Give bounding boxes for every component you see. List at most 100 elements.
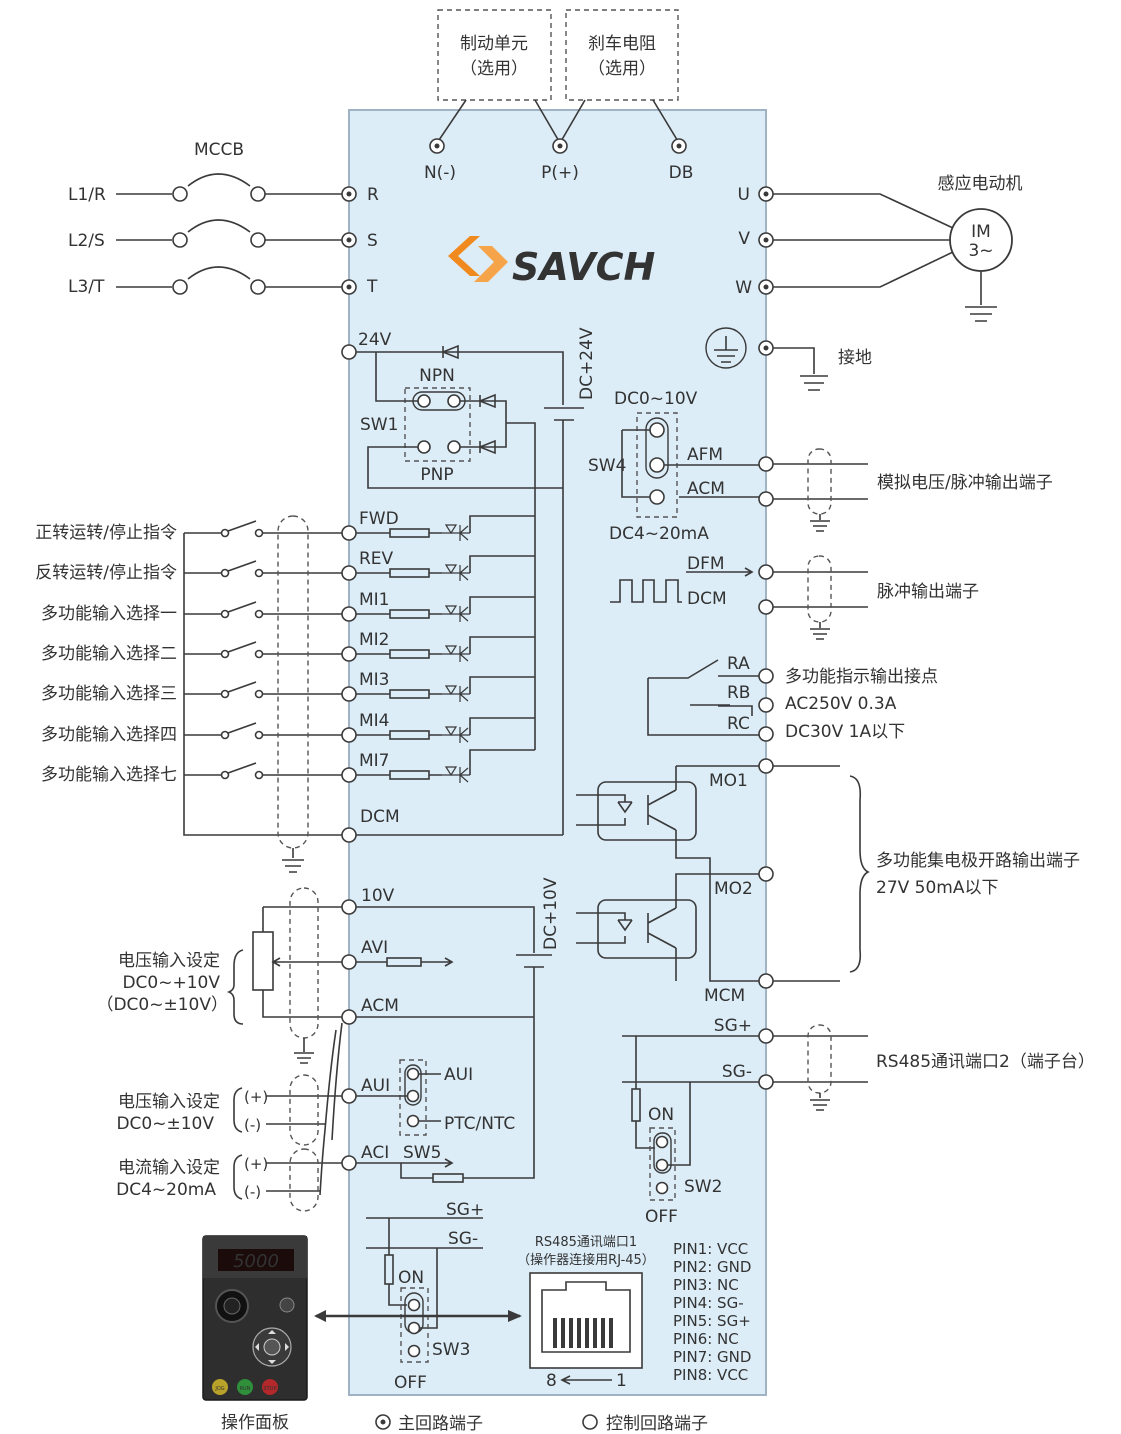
pin-1: PIN1: VCC [673, 1240, 748, 1258]
terminal-10v: 10V [361, 886, 395, 906]
pin-5: PIN5: SG+ [673, 1312, 751, 1330]
collector-desc1: 多功能集电极开路输出端子 [876, 851, 1080, 871]
terminal-mcm: MCM [704, 986, 745, 1006]
keypad[interactable]: 5000 JOG RUN STOP [202, 1235, 308, 1401]
l3-label: L3/T [68, 277, 105, 297]
input-desc-fwd: 正转运转/停止指令 [35, 523, 177, 543]
terminal-aci: ACI [361, 1143, 389, 1163]
sw3-switch[interactable] [400, 1287, 429, 1363]
potentiometer [252, 931, 274, 991]
run-button[interactable] [237, 1379, 253, 1395]
terminal-v: V [738, 229, 750, 249]
terminal-p: P(+) [541, 163, 579, 183]
sw1-switch[interactable] [404, 387, 471, 462]
brake-resistor-label: 刹车电阻 [588, 34, 656, 54]
terminal-rb: RB [727, 683, 750, 703]
input-desc-mi3: 多功能输入选择三 [41, 684, 177, 704]
v-set2-label: 电压输入设定 [118, 1092, 220, 1112]
input-desc-mi4: 多功能输入选择四 [41, 725, 177, 745]
savch-logo: SAVCH [448, 236, 655, 289]
terminal-rev: REV [359, 549, 394, 569]
i-range-label: DC4~20mA [116, 1180, 216, 1200]
aui-switch[interactable] [399, 1059, 427, 1136]
terminal-fwd: FWD [359, 509, 399, 529]
sw3-label: SW3 [432, 1340, 470, 1360]
input-desc-mi7: 多功能输入选择七 [41, 765, 177, 785]
terminal-mi4: MI4 [359, 711, 390, 731]
legend-main: 主回路端子 [398, 1414, 483, 1434]
terminal-mo1: MO1 [709, 771, 748, 791]
terminal-aui: AUI [361, 1076, 390, 1096]
brake-resistor-box [565, 9, 679, 101]
sw2-switch[interactable] [649, 1127, 676, 1201]
pin-7: PIN7: GND [673, 1348, 751, 1366]
pin-4: PIN4: SG- [673, 1294, 744, 1312]
optocoupler-2 [597, 899, 697, 959]
pin-8: PIN8: VCC [673, 1366, 748, 1384]
sw1-label: SW1 [360, 415, 398, 435]
brake-unit-label: 制动单元 [460, 34, 528, 54]
pin-3: PIN3: NC [673, 1276, 739, 1294]
rj45-title1: RS485通讯端口1 [535, 1235, 637, 1250]
v-set1-label: 电压输入设定 [118, 951, 220, 971]
pulse-out-desc: 脉冲输出端子 [877, 582, 979, 602]
relay-desc1: 多功能指示输出接点 [785, 667, 938, 687]
terminal-acm: ACM [687, 479, 725, 499]
npn-label: NPN [419, 366, 455, 386]
jog-button[interactable] [212, 1379, 228, 1395]
terminal-24v: 24V [358, 330, 392, 350]
relay-desc3: DC30V 1A以下 [785, 722, 905, 742]
input-desc-rev: 反转运转/停止指令 [35, 563, 177, 583]
dc10-label: DC+10V [541, 877, 561, 950]
terminal-dcm: DCM [360, 807, 400, 827]
terminal-n: N(-) [424, 163, 456, 183]
terminal-mi7: MI7 [359, 751, 390, 771]
collector-desc2: 27V 50mA以下 [876, 878, 999, 898]
terminal-rc: RC [727, 714, 750, 734]
stop-label: STOP [263, 1386, 276, 1392]
mccb-label: MCCB [194, 140, 244, 160]
pin-6: PIN6: NC [673, 1330, 739, 1348]
terminal-mi3: MI3 [359, 670, 390, 690]
sw3-on: ON [398, 1268, 424, 1288]
keypad-display: 5000 [233, 1251, 279, 1272]
run-label: RUN [240, 1386, 251, 1392]
terminal-dfm: DFM [687, 554, 725, 574]
optocoupler-1 [597, 781, 697, 841]
input-desc-mi2: 多功能输入选择二 [41, 644, 177, 664]
rs485-port2-desc: RS485通讯端口2（端子台） [876, 1052, 1095, 1072]
brake-unit-box [437, 9, 552, 101]
rj45-pin-right: 1 [616, 1371, 627, 1391]
stop-button[interactable] [262, 1379, 278, 1395]
rj45-pin-left: 8 [546, 1371, 557, 1391]
brake-resistor-optional: （选用） [588, 59, 656, 79]
terminal-avi: AVI [361, 938, 388, 958]
v-range1-label: DC0~+10V [122, 973, 220, 993]
brake-unit-optional: （选用） [460, 59, 528, 79]
aui-minus: (-) [244, 1116, 261, 1134]
afm-range-i: DC4~20mA [609, 524, 709, 544]
afm-range-v: DC0~10V [614, 389, 698, 409]
v-range2-label: DC0~±10V [116, 1114, 214, 1134]
terminal-acm-in: ACM [361, 996, 399, 1016]
motor-im: IM [971, 222, 991, 242]
jog-label: JOG [214, 1386, 224, 1392]
sgp-label-1: SG+ [446, 1200, 484, 1220]
legend-control: 控制回路端子 [606, 1414, 708, 1434]
sgp-label-2: SG+ [714, 1016, 752, 1036]
l2-label: L2/S [68, 231, 105, 251]
input-desc-mi1: 多功能输入选择一 [41, 604, 177, 624]
ground-label: 接地 [838, 348, 872, 368]
motor-phase: 3~ [968, 241, 993, 261]
sw5-label: SW5 [403, 1143, 441, 1163]
i-set-label: 电流输入设定 [118, 1158, 220, 1178]
keypad-label: 操作面板 [221, 1413, 289, 1433]
ground-icon [705, 327, 747, 369]
dc24-label: DC+24V [577, 327, 597, 400]
terminal-t: T [366, 277, 378, 297]
terminal-r: R [367, 185, 379, 205]
sw2-on: ON [648, 1105, 674, 1125]
terminal-dcm-out: DCM [687, 589, 727, 609]
aui-option-label: AUI [444, 1065, 473, 1085]
